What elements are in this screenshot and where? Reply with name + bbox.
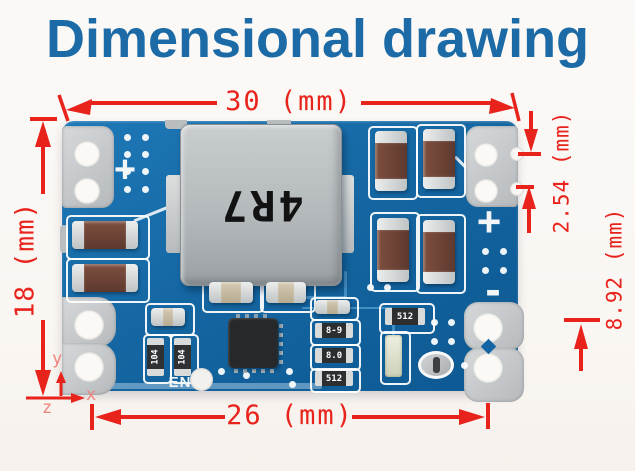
dimension-label-hole-offset: 8.92 (mm) bbox=[594, 198, 634, 340]
pcb-board: 4R7 104 104 bbox=[60, 120, 524, 402]
mounting-hole bbox=[74, 352, 104, 382]
silkscreen-outline bbox=[370, 212, 420, 292]
resistor-label: 512 bbox=[325, 373, 343, 384]
silkscreen-outline bbox=[416, 124, 466, 198]
castellated-hole bbox=[510, 147, 524, 161]
inductor-label: 4R7 bbox=[218, 180, 304, 230]
dimension-label-left-height: 18 (mm) bbox=[2, 193, 48, 327]
silkscreen-outline bbox=[310, 368, 361, 393]
through-hole-pad bbox=[418, 351, 454, 379]
dimension-pin-pitch bbox=[516, 111, 541, 233]
mounting-pad-top-left bbox=[62, 126, 114, 208]
dimension-label-text: 2.54 (mm) bbox=[549, 110, 574, 234]
capacitor bbox=[72, 264, 138, 292]
ic-chip bbox=[228, 318, 278, 368]
plus-marking-input: + bbox=[113, 149, 137, 191]
resistor: 8.0 bbox=[315, 348, 353, 363]
trace bbox=[392, 309, 395, 349]
resistor-label: 104 bbox=[150, 349, 161, 365]
capacitor bbox=[72, 221, 138, 249]
page-title: Dimensional drawing bbox=[45, 9, 590, 69]
plus-marking-output: + bbox=[476, 198, 502, 245]
resistor: 8-9 bbox=[315, 323, 353, 338]
silkscreen-outline bbox=[380, 331, 411, 385]
resistor-label: 104 bbox=[177, 349, 188, 365]
resistor-label: 512 bbox=[396, 311, 414, 322]
power-inductor: 4R7 bbox=[180, 124, 342, 286]
axis-label-z: z bbox=[42, 398, 53, 418]
edge-tab bbox=[60, 225, 68, 253]
resistor: 104 bbox=[174, 338, 191, 376]
resistor-label: 8.0 bbox=[325, 350, 343, 361]
castellated-hole bbox=[510, 182, 524, 196]
inductor-solder-tab bbox=[166, 175, 182, 253]
ic-pins bbox=[279, 324, 283, 364]
mounting-pad-top-right bbox=[466, 126, 524, 207]
dimension-label-text: 8.92 (mm) bbox=[602, 207, 627, 331]
enable-pin-label: EN bbox=[168, 374, 192, 391]
mounting-hole bbox=[74, 310, 104, 340]
resistor: 104 bbox=[147, 338, 164, 376]
capacitor bbox=[209, 282, 253, 303]
mounting-hole bbox=[74, 141, 100, 167]
inductor-solder-tab bbox=[338, 175, 354, 253]
capacitor bbox=[375, 131, 407, 191]
trace bbox=[344, 271, 347, 299]
capacitor bbox=[151, 308, 185, 326]
minus-marking-output: - bbox=[485, 263, 501, 315]
capacitor bbox=[423, 129, 455, 189]
axis-label-y: y bbox=[52, 349, 63, 369]
capacitor bbox=[377, 218, 409, 282]
dimension-label-pin-pitch: 2.54 (mm) bbox=[541, 104, 581, 240]
dimension-label-text: 18 (mm) bbox=[10, 201, 41, 319]
mounting-hole bbox=[473, 313, 503, 343]
resistor: 512 bbox=[315, 371, 353, 386]
mounting-hole bbox=[74, 178, 100, 204]
silkscreen-outline bbox=[66, 258, 150, 303]
silkscreen-outline bbox=[170, 334, 199, 384]
test-point bbox=[190, 368, 213, 391]
ic-pins bbox=[234, 369, 274, 373]
dimension-label-top-width: 30 (mm) bbox=[225, 86, 353, 117]
edge-tab bbox=[165, 120, 187, 129]
mounting-hole bbox=[474, 179, 498, 203]
capacitor bbox=[423, 220, 455, 284]
ic-pins bbox=[236, 314, 272, 318]
resistor-label: 8-9 bbox=[325, 325, 343, 336]
axis-label-x: x bbox=[86, 385, 97, 405]
silkscreen-outline bbox=[310, 344, 361, 371]
via-dots bbox=[62, 121, 69, 128]
dimension-label-bottom-width: 26 (mm) bbox=[226, 400, 354, 431]
resistor: 512 bbox=[385, 308, 425, 325]
capacitor bbox=[266, 282, 306, 303]
silkscreen-outline bbox=[416, 214, 466, 294]
capacitor bbox=[315, 300, 350, 314]
mounting-hole bbox=[474, 143, 498, 167]
led bbox=[385, 335, 402, 377]
mounting-hole bbox=[473, 353, 503, 383]
